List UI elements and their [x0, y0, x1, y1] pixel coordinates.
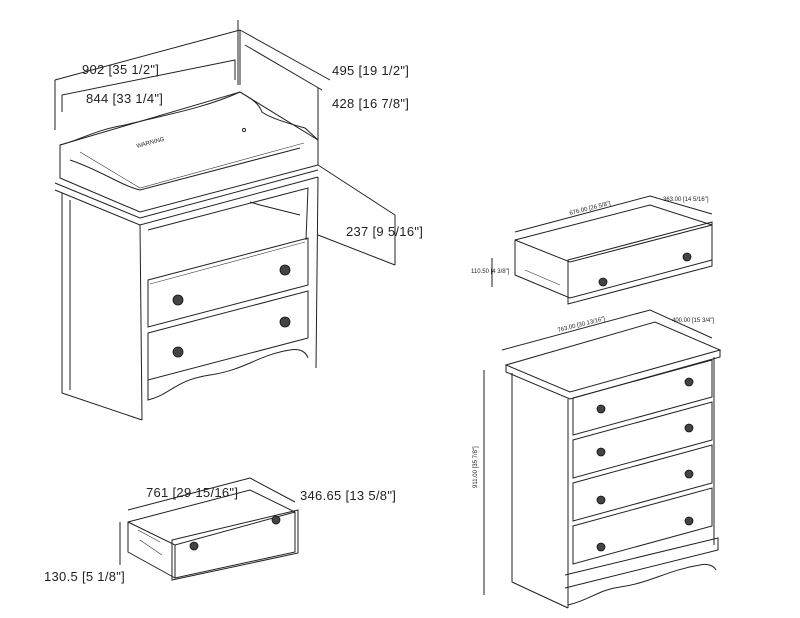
warning-label: WARNING — [136, 137, 166, 150]
table-drawer-drawing: 761 [29 15/16"] 346.65 [13 5/8"] 130.5 [… — [44, 477, 396, 584]
changing-table-drawing: WARNING 902 [35 1/2"] 844 [33 1/4"] — [54, 20, 423, 421]
chest-drawer-drawing: 676.00 [26 5/8"] 363.00 [14 5/16"] 110.5… — [471, 195, 713, 305]
table-width-outer-label: 902 [35 1/2"] — [82, 62, 159, 77]
chest-depth-label: 400.00 [15 3/4"] — [672, 318, 714, 324]
chest-drawer-width-label: 676.00 [26 5/8"] — [569, 201, 612, 217]
chest-drawing: 763.00 [30 13/16"] 400.00 [15 3/4"] 911.… — [473, 309, 722, 609]
table-drawer-depth-label: 346.65 [13 5/8"] — [300, 488, 396, 503]
chest-drawer-height-label: 110.50 [4 3/8"] — [471, 269, 510, 275]
table-shelf-height-label: 237 [9 5/16"] — [346, 224, 423, 239]
chest-drawer-depth-label: 363.00 [14 5/16"] — [663, 197, 709, 203]
table-drawer-height-label: 130.5 [5 1/8"] — [44, 569, 125, 584]
table-depth-inner-label: 428 [16 7/8"] — [332, 96, 409, 111]
table-width-inner-label: 844 [33 1/4"] — [86, 91, 163, 106]
chest-width-label: 763.00 [30 13/16"] — [557, 316, 606, 334]
table-depth-outer-label: 495 [19 1/2"] — [332, 63, 409, 78]
chest-height-label: 911.00 [35 7/8"] — [473, 446, 479, 488]
table-drawer-width-label: 761 [29 15/16"] — [146, 485, 238, 500]
